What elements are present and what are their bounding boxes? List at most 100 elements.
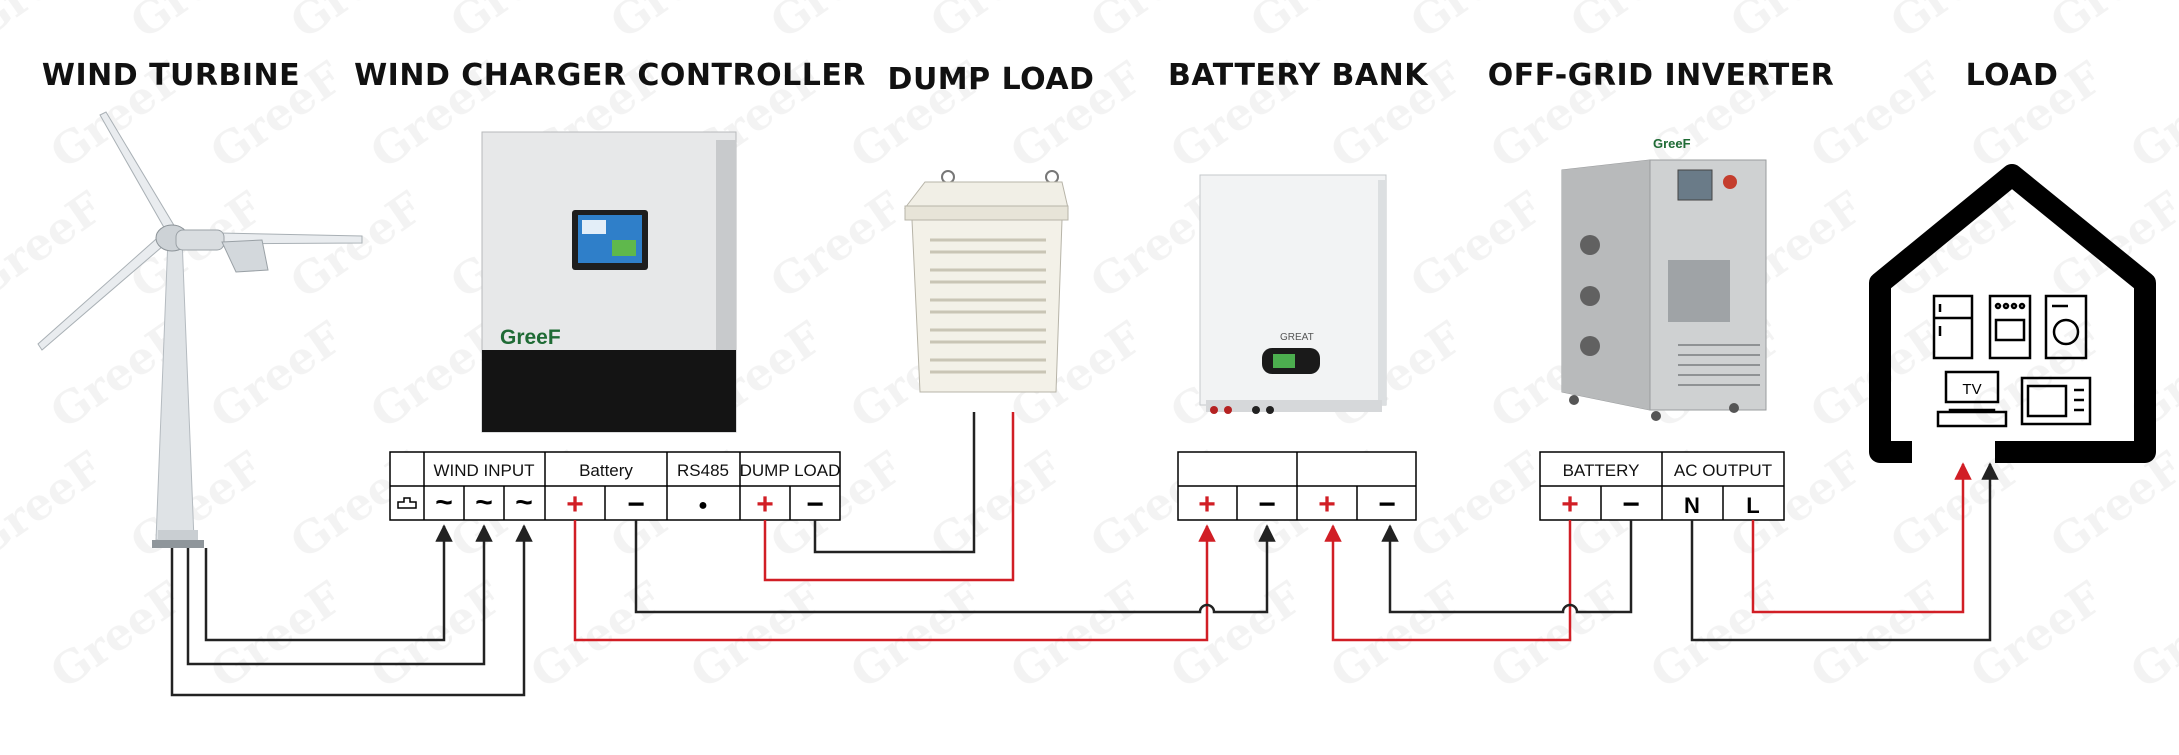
terminal-wind-1: ~	[435, 486, 453, 519]
inverter-image: GreeF	[1561, 136, 1767, 421]
watermark-text: GreeF	[282, 182, 432, 309]
watermark-text: GreeF	[842, 52, 992, 179]
terminal-inverter-neutral: N	[1684, 493, 1700, 518]
watermark-text: GreeF	[122, 0, 272, 49]
wind-turbine-image	[37, 111, 363, 548]
terminal-dump-load-plus: +	[756, 488, 774, 521]
watermark-text: GreeF	[1002, 52, 1152, 179]
watermark-text: GreeF	[362, 572, 512, 699]
watermark-text: GreeF	[922, 442, 1072, 569]
controller-brand: GreeF	[500, 326, 561, 349]
watermark-text: GreeF	[682, 572, 832, 699]
watermark-text: GreeF	[1962, 572, 2112, 699]
title-inverter: OFF-GRID INVERTER	[1487, 58, 1835, 93]
terminal-inverter-line: L	[1746, 493, 1759, 518]
wire-dump-load-negative	[813, 412, 976, 554]
watermark-text: GreeF	[522, 572, 672, 699]
terminal-inverter-battery-plus: +	[1561, 488, 1579, 521]
house-icon: TV	[1869, 164, 2156, 463]
battery-bank-image: GREAT	[1199, 174, 1387, 414]
controller-image: GreeF	[481, 131, 737, 433]
wire-ac-neutral	[1690, 462, 1999, 642]
watermark-text: GreeF	[2122, 52, 2179, 179]
watermark-text: GreeF	[1322, 52, 1472, 179]
inverter-ac-output-header: AC OUTPUT	[1674, 461, 1772, 480]
watermark-layer: GreeFGreeFGreeFGreeFGreeFGreeFGreeFGreeF…	[0, 0, 2179, 699]
terminal-controller-battery-plus: +	[566, 488, 584, 521]
wire-controller-battery-positive	[573, 520, 1216, 642]
watermark-text: GreeF	[202, 52, 352, 179]
wire-inverter-battery-negative	[1381, 520, 1633, 614]
watermark-text: GreeF	[842, 572, 992, 699]
terminal-inverter-battery-minus: −	[1622, 488, 1640, 521]
wire-wind-phase-3	[170, 524, 533, 697]
watermark-text: GreeF	[282, 0, 432, 49]
watermark-text: GreeF	[1162, 572, 1312, 699]
controller-rs485-header: RS485	[677, 461, 729, 480]
watermark-text: GreeF	[1962, 52, 2112, 179]
watermark-text: GreeF	[1882, 0, 2032, 49]
watermark-text: GreeF	[922, 0, 1072, 49]
wire-dump-load-positive	[763, 412, 1015, 582]
watermark-text: GreeF	[0, 182, 112, 309]
watermark-text: GreeF	[1082, 0, 1232, 49]
ground-terminal-icon	[397, 497, 417, 509]
controller-battery-header: Battery	[579, 461, 633, 480]
watermark-text: GreeF	[2042, 0, 2179, 49]
watermark-text: GreeF	[1722, 0, 1872, 49]
controller-dump-load-header: DUMP LOAD	[740, 461, 841, 480]
watermark-text: GreeF	[762, 0, 912, 49]
terminal-battery-bank-plus-2: +	[1318, 488, 1336, 521]
terminal-controller-battery-minus: −	[627, 488, 645, 521]
watermark-text: GreeF	[1322, 572, 1472, 699]
title-load: LOAD	[1965, 58, 2059, 93]
watermark-text: GreeF	[1562, 0, 1712, 49]
wire-ac-line	[1751, 462, 1972, 614]
watermark-text: GreeF	[1482, 572, 1632, 699]
title-dump-load: DUMP LOAD	[887, 62, 1095, 97]
watermark-text: GreeF	[762, 182, 912, 309]
terminal-battery-bank-minus-2: −	[1378, 488, 1396, 521]
watermark-text: GreeF	[1242, 0, 1392, 49]
title-battery-bank: BATTERY BANK	[1168, 58, 1428, 93]
terminal-rs485: ●	[698, 497, 708, 514]
watermark-text: GreeF	[202, 572, 352, 699]
battery-brand: GREAT	[1280, 332, 1314, 343]
watermark-text: GreeF	[1882, 182, 2032, 309]
wire-wind-phase-1	[204, 524, 453, 642]
watermark-text: GreeF	[1402, 182, 1552, 309]
wire-wind-phase-2	[186, 524, 493, 666]
watermark-text: GreeF	[0, 0, 112, 49]
terminal-wind-3: ~	[515, 486, 533, 519]
watermark-text: GreeF	[1482, 52, 1632, 179]
watermark-text: GreeF	[1402, 442, 1552, 569]
watermark-text: GreeF	[2122, 572, 2179, 699]
watermark-text: GreeF	[1002, 572, 1152, 699]
watermark-text: GreeF	[0, 442, 112, 569]
watermark-text: GreeF	[122, 442, 272, 569]
watermark-text: GreeF	[1402, 0, 1552, 49]
inverter-battery-header: BATTERY	[1563, 461, 1640, 480]
watermark-text: GreeF	[602, 0, 752, 49]
inverter-brand: GreeF	[1653, 136, 1691, 151]
terminal-battery-bank-plus-1: +	[1198, 488, 1216, 521]
dump-load-image	[903, 170, 1069, 393]
watermark-text: GreeF	[1642, 572, 1792, 699]
title-wind-turbine: WIND TURBINE	[41, 58, 301, 93]
watermark-text: GreeF	[42, 52, 192, 179]
watermark-text: GreeF	[1802, 572, 1952, 699]
watermark-text: GreeF	[1162, 52, 1312, 179]
watermark-text: GreeF	[42, 572, 192, 699]
wire-inverter-battery-positive	[1324, 520, 1572, 642]
terminal-dump-load-minus: −	[806, 488, 824, 521]
watermark-text: GreeF	[202, 312, 352, 439]
tv-label: TV	[1962, 381, 1981, 398]
wire-controller-battery-negative	[634, 520, 1276, 614]
watermark-text: GreeF	[1802, 52, 1952, 179]
watermark-text: GreeF	[442, 0, 592, 49]
terminal-battery-bank-minus-1: −	[1258, 488, 1276, 521]
title-controller: WIND CHARGER CONTROLLER	[354, 58, 866, 93]
controller-wind-input-header: WIND INPUT	[433, 461, 534, 480]
terminal-wind-2: ~	[475, 486, 493, 519]
